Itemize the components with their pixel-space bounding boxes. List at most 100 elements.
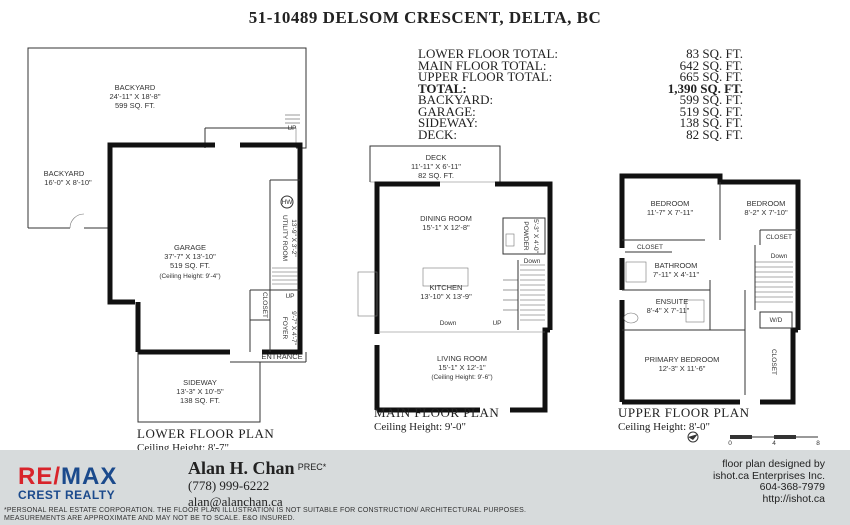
- deck-name: DECK: [426, 153, 447, 162]
- logo-re: RE: [18, 463, 54, 490]
- primary-bedroom-dims: 12'-3" X 11'-6": [659, 364, 706, 373]
- scale-bar: 0 4 8: [728, 435, 820, 447]
- main-floor-plan: DECK 11'-11" X 6'-11" 82 SQ. FT. DINING …: [357, 145, 553, 413]
- area-value: 519 SQ. FT.: [679, 103, 743, 119]
- lower-up-label: UP: [285, 293, 294, 300]
- designer-info: floor plan designed by ishot.ca Enterpri…: [712, 458, 825, 505]
- area-label: UPPER FLOOR TOTAL:: [418, 69, 553, 84]
- foyer-name: FOYER: [281, 317, 288, 340]
- main-plan-caption: MAIN FLOOR PLAN Ceiling Height: 9'-0": [374, 405, 499, 433]
- wd-label: W/D: [770, 317, 783, 324]
- living-height: (Ceiling Height: 9'-6"): [431, 374, 492, 381]
- lower-floor-plan: HW UP BACKYARD 24'-11" X 18'-8" 599 SQ. …: [27, 47, 307, 423]
- area-row: TOTAL: 1,390 SQ. FT.: [418, 80, 743, 96]
- bedroom2-name: BEDROOM: [747, 199, 786, 208]
- upper-floor-plan: BEDROOM 11'-7" X 7'-11" BEDROOM 8'-2" X …: [619, 173, 801, 405]
- backyard-top-dims: 24'-11" X 18'-8": [110, 92, 161, 101]
- area-label: TOTAL:: [418, 80, 467, 96]
- upper-plan-title: UPPER FLOOR PLAN: [618, 405, 750, 420]
- sideway-dims: 13'-3" X 10'-5": [176, 387, 224, 396]
- garage-dims: 37'-7" X 13'-10": [164, 252, 216, 261]
- bathroom-name: BATHROOM: [655, 261, 698, 270]
- area-value: 138 SQ. FT.: [679, 115, 743, 130]
- area-label: GARAGE:: [418, 103, 476, 119]
- area-value: 82 SQ. FT.: [686, 126, 743, 142]
- main-down-label-2: Down: [440, 320, 457, 327]
- area-row: BACKYARD: 599 SQ. FT.: [418, 92, 743, 107]
- kitchen-dims: 13'-10" X 13'-9": [420, 292, 472, 301]
- lower-plan-title: LOWER FLOOR PLAN: [137, 426, 275, 441]
- main-plan-title: MAIN FLOOR PLAN: [374, 405, 500, 420]
- area-row: DECK: 82 SQ. FT.: [418, 126, 743, 142]
- area-label: MAIN FLOOR TOTAL:: [418, 57, 547, 73]
- main-up-label: UP: [492, 320, 501, 327]
- area-value: 1,390 SQ. FT.: [667, 80, 743, 96]
- page-title: 51-10489 DELSOM CRESCENT, DELTA, BC: [248, 8, 602, 27]
- scale-tick-4: 4: [772, 440, 776, 447]
- upper-plan-ceiling: Ceiling Height: 8'-0": [618, 421, 711, 433]
- dining-dims: 15'-1" X 12'-8": [422, 223, 470, 232]
- sideway-name: SIDEWAY: [183, 378, 217, 387]
- area-label: SIDEWAY:: [418, 115, 478, 130]
- lower-closet-label: CLOSET: [261, 292, 268, 318]
- hw-label: HW: [282, 199, 294, 206]
- garage-height: (Ceiling Height: 9'-4"): [159, 273, 220, 280]
- kitchen-name: KITCHEN: [430, 283, 463, 292]
- agent-phone[interactable]: (778) 999-6222: [188, 478, 270, 493]
- upper-closet-2: CLOSET: [766, 234, 792, 241]
- ensuite-name: ENSUITE: [656, 297, 689, 306]
- bedroom2-dims: 8'-2" X 7'-10": [744, 208, 788, 217]
- agent-info: Alan H. Chan PREC* (778) 999-6222 alan@a…: [188, 459, 326, 510]
- upper-closet-1: CLOSET: [637, 244, 663, 251]
- compass-icon: [687, 431, 699, 443]
- area-value: 599 SQ. FT.: [679, 92, 743, 107]
- area-summary-table: LOWER FLOOR TOTAL:83 SQ. FT.MAIN FLOOR T…: [418, 46, 743, 142]
- dining-name: DINING ROOM: [420, 214, 472, 223]
- main-plan-ceiling: Ceiling Height: 9'-0": [374, 421, 467, 433]
- scale-tick-0: 0: [728, 440, 732, 447]
- bedroom1-name: BEDROOM: [651, 199, 690, 208]
- backyard-side-dims: 16'-0" X 8'-10": [44, 178, 92, 187]
- agent-title: PREC*: [297, 462, 327, 472]
- area-value: 83 SQ. FT.: [686, 46, 743, 61]
- deck-area: 82 SQ. FT.: [418, 171, 454, 180]
- powder-dims: 5'-3" X 4'-0": [532, 219, 539, 254]
- backyard-side-name: BACKYARD: [44, 169, 85, 178]
- area-row: GARAGE: 519 SQ. FT.: [418, 103, 743, 119]
- agent-email[interactable]: alan@alanchan.ca: [188, 494, 283, 509]
- brokerage-name: CREST REALTY: [18, 488, 116, 502]
- area-value: 642 SQ. FT.: [679, 57, 743, 73]
- upper-closet-3: CLOSET: [770, 349, 777, 375]
- garage-name: GARAGE: [174, 243, 206, 252]
- bedroom1-dims: 11'-7" X 7'-11": [647, 208, 694, 217]
- agent-name: Alan H. Chan: [188, 458, 295, 478]
- area-label: BACKYARD:: [418, 92, 494, 107]
- primary-bedroom-name: PRIMARY BEDROOM: [645, 355, 720, 364]
- area-row: MAIN FLOOR TOTAL: 642 SQ. FT.: [418, 57, 743, 73]
- deck-dims: 11'-11" X 6'-11": [411, 162, 461, 171]
- floor-plans-drawing: HW UP BACKYARD 24'-11" X 18'-8" 599 SQ. …: [27, 47, 820, 447]
- logo-slash: /: [53, 463, 62, 490]
- remax-logo: RE/MAX CREST REALTY: [18, 463, 117, 502]
- upper-down-label: Down: [771, 253, 788, 260]
- living-name: LIVING ROOM: [437, 354, 487, 363]
- area-row: LOWER FLOOR TOTAL: 83 SQ. FT.: [418, 46, 743, 61]
- sideway-area: 138 SQ. FT.: [180, 396, 220, 405]
- designer-line-2: ishot.ca Enterprises Inc.: [712, 469, 825, 482]
- utility-name: UTILITY ROOM: [281, 215, 288, 261]
- utility-dims: 13'-9" X 3'-2": [290, 219, 297, 257]
- designer-phone[interactable]: 604-368-7979: [759, 481, 825, 493]
- area-value: 665 SQ. FT.: [679, 69, 743, 84]
- backyard-top-area: 599 SQ. FT.: [115, 101, 155, 110]
- area-label: LOWER FLOOR TOTAL:: [418, 46, 559, 61]
- area-label: DECK:: [418, 126, 457, 142]
- designer-url[interactable]: http://ishot.ca: [762, 492, 825, 505]
- foyer-dims: 9'-7" X 4'-7": [290, 311, 297, 346]
- living-dims: 15'-1" X 12'-1": [438, 363, 486, 372]
- disclaimer-line-2: MEASUREMENTS ARE APPROXIMATE AND MAY NOT…: [4, 515, 295, 522]
- main-down-label-1: Down: [524, 258, 541, 265]
- designer-line-1: floor plan designed by: [722, 458, 825, 470]
- upper-plan-caption: UPPER FLOOR PLAN Ceiling Height: 8'-0": [618, 405, 750, 433]
- logo-max: MAX: [61, 463, 118, 490]
- entrance-label: ENTRANCE: [261, 352, 302, 361]
